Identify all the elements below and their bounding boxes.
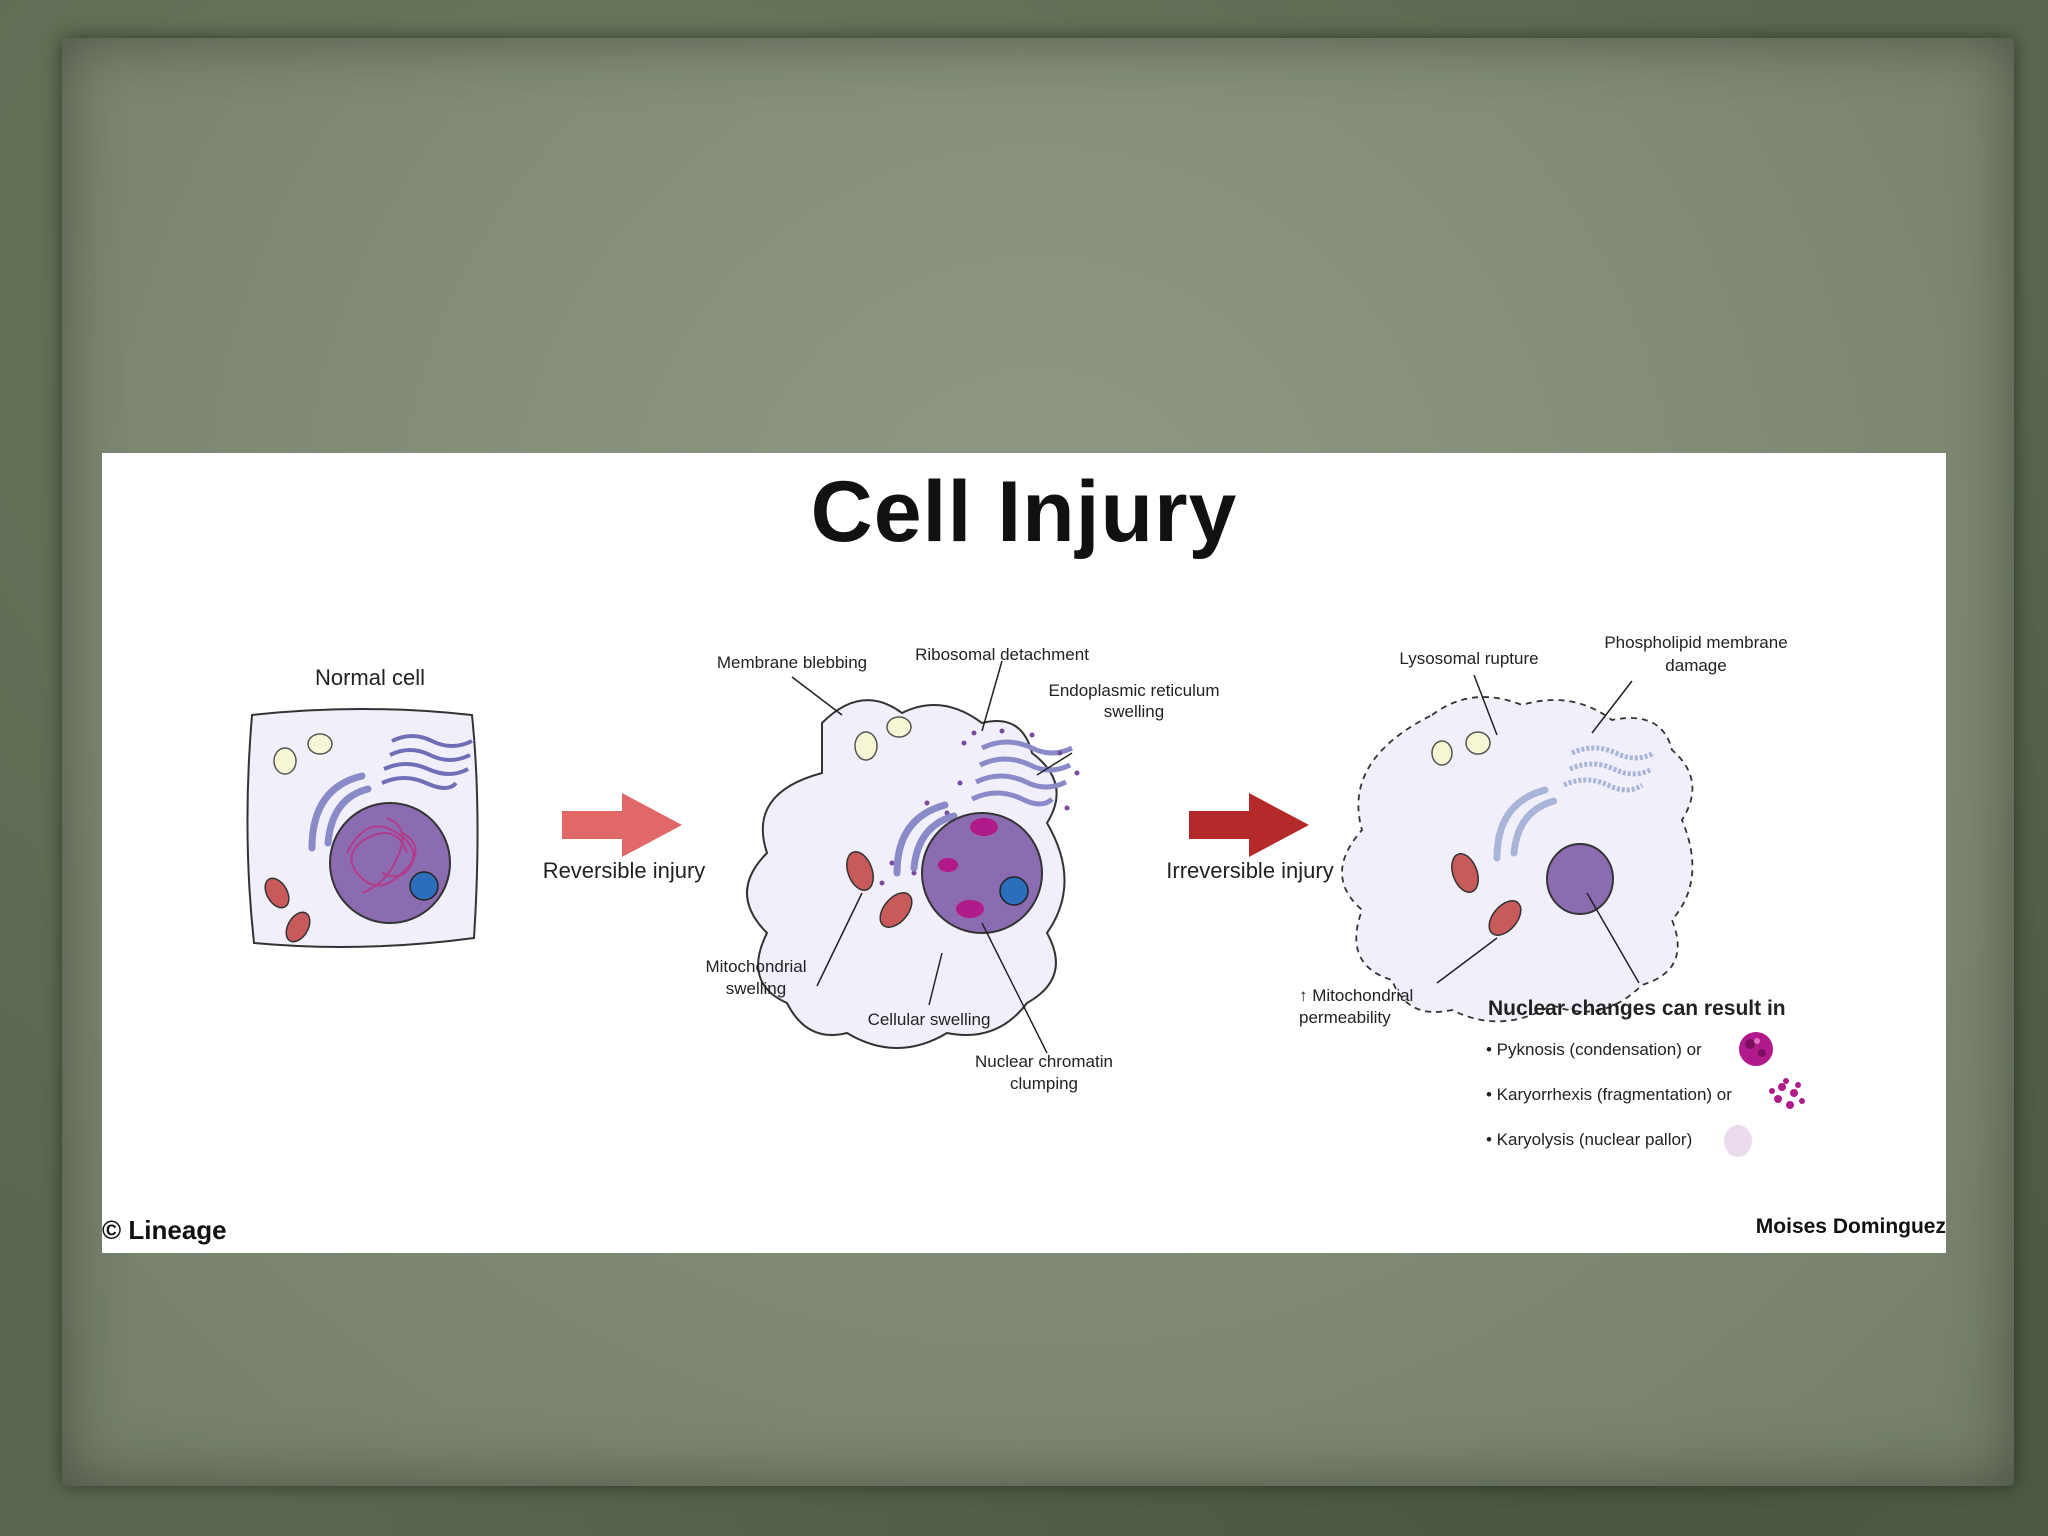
label-lysosomal-rupture: Lysosomal rupture	[1399, 649, 1538, 668]
label-mito-perm-2: permeability	[1299, 1008, 1391, 1027]
diagram-panel: Cell Injury Normal cell	[102, 453, 1946, 1253]
label-ribosomal-detachment: Ribosomal detachment	[915, 645, 1089, 664]
nuclear-change-pyknosis: • Pyknosis (condensation) or	[1486, 1040, 1702, 1059]
label-mito-perm-1: ↑ Mitochondrial	[1299, 986, 1413, 1005]
rev-vesicle-1	[854, 731, 878, 761]
irrev-nucleus	[1546, 843, 1614, 915]
irrev-cell-membrane	[1341, 696, 1694, 1023]
normal-golgi	[308, 772, 372, 852]
credit-lineage: © Lineage	[102, 1215, 227, 1245]
cell-injury-diagram: Normal cell	[246, 633, 1805, 1157]
irrev-mitochondria	[1451, 853, 1522, 936]
slide-title: Cell Injury	[810, 464, 1238, 560]
credit-author: Moises Dominguez	[1755, 1215, 1946, 1238]
rev-golgi	[893, 801, 958, 877]
rev-mitochondria	[846, 851, 913, 928]
label-phospholipid-2: damage	[1665, 656, 1726, 675]
label-phospholipid-1: Phospholipid membrane	[1604, 633, 1787, 652]
nuclear-changes: Nuclear changes can result in • Pyknosis…	[1486, 997, 1805, 1157]
reversible-arrow-group: Reversible injury	[543, 793, 706, 883]
label-chromatin-1: Nuclear chromatin	[975, 1052, 1113, 1071]
pyknosis-icon	[1739, 1032, 1773, 1066]
normal-mitochondria	[264, 877, 311, 943]
karyolysis-icon	[1724, 1125, 1752, 1157]
label-mito-swelling-1: Mitochondrial	[705, 957, 806, 976]
rev-nucleolus	[999, 876, 1029, 906]
normal-nucleus	[329, 802, 451, 924]
karyorrhexis-icon	[1769, 1078, 1805, 1109]
label-cellular-swelling: Cellular swelling	[868, 1010, 991, 1029]
irrev-leader-lines	[1436, 674, 1640, 984]
normal-chromatin	[346, 817, 417, 894]
reversible-arrow	[562, 793, 682, 857]
label-membrane-blebbing: Membrane blebbing	[717, 653, 867, 672]
rev-vesicle-2	[886, 716, 912, 738]
label-irreversible-injury: Irreversible injury	[1166, 858, 1334, 883]
normal-vesicle-2	[307, 733, 333, 755]
irrev-vesicle-1	[1431, 740, 1453, 766]
rev-chromatin-clumps	[938, 818, 998, 918]
label-mito-swelling-2: swelling	[726, 979, 786, 998]
rev-detached-ribosomes	[879, 728, 1080, 901]
irreversible-cell: Lysosomal rupture Phospholipid membrane …	[1299, 633, 1788, 1027]
nuclear-changes-heading: Nuclear changes can result in	[1488, 997, 1786, 1020]
irreversible-arrow	[1189, 793, 1309, 857]
reversible-cell: Membrane blebbing Ribosomal detachment E…	[705, 645, 1219, 1093]
normal-nucleolus	[409, 871, 439, 901]
rev-leader-lines	[791, 660, 1073, 1054]
irreversible-arrow-group: Irreversible injury	[1166, 793, 1334, 883]
irrev-golgi	[1493, 786, 1558, 862]
normal-er	[381, 734, 473, 790]
label-chromatin-2: clumping	[1010, 1074, 1078, 1093]
normal-cell: Normal cell	[246, 665, 479, 948]
normal-vesicle-1	[273, 747, 297, 775]
label-reversible-injury: Reversible injury	[543, 858, 706, 883]
nuclear-change-karyorrhexis: • Karyorrhexis (fragmentation) or	[1486, 1085, 1732, 1104]
nuclear-change-karyolysis: • Karyolysis (nuclear pallor)	[1486, 1130, 1692, 1149]
label-normal-cell: Normal cell	[315, 665, 425, 690]
irrev-lysosome	[1465, 731, 1491, 755]
label-er-swelling-1: Endoplasmic reticulum	[1048, 681, 1219, 700]
label-er-swelling-2: swelling	[1104, 702, 1164, 721]
irrev-er	[1562, 745, 1656, 793]
